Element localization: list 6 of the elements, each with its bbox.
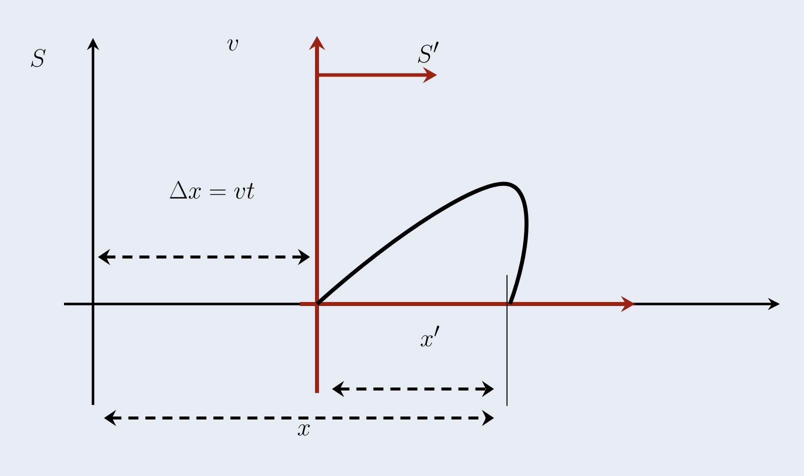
math-label: $\Delta x = vt$ <box>170 180 254 199</box>
math-label: $S'$ <box>418 42 439 63</box>
math-label: $v$ <box>227 39 238 51</box>
math-label: $S$ <box>31 48 46 67</box>
math-label: $x$ <box>298 424 310 436</box>
math-label: $x'$ <box>420 326 440 346</box>
